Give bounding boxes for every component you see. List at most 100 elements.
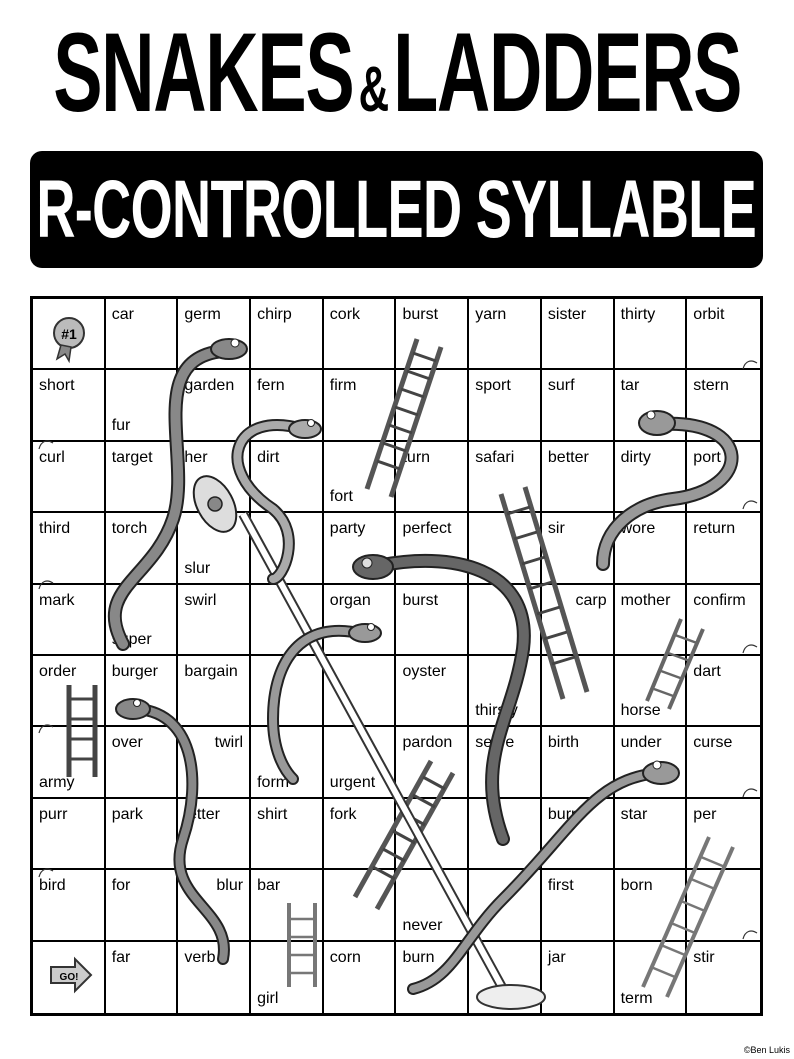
square-word: mother (620, 591, 671, 609)
board-square (251, 513, 324, 585)
square-word: horse (620, 702, 661, 720)
board-square: per (687, 799, 760, 871)
board-square: horse (614, 656, 688, 728)
board-square (396, 798, 470, 871)
board-square: third (33, 513, 106, 585)
square-word: garden (184, 377, 235, 395)
board-square: for (105, 870, 179, 942)
square-word: park (111, 805, 143, 823)
square-word: burst (402, 306, 439, 323)
board-square: urgent (323, 727, 397, 799)
board-square: thirty (614, 299, 688, 371)
board-square: chirp (251, 299, 324, 371)
square-word: order (39, 663, 77, 680)
board-square: mark (33, 584, 106, 656)
board-square: bar (251, 870, 324, 942)
board-square: sport (469, 370, 542, 442)
square-word: organ (329, 591, 371, 609)
square-word: orbit (693, 306, 725, 323)
square-word: cork (329, 306, 361, 323)
square-word: thirty (620, 306, 656, 323)
square-word: sister (547, 306, 587, 323)
square-word: third (39, 520, 71, 538)
square-word: fern (257, 377, 285, 395)
board-square: birth (541, 727, 615, 799)
square-word: twirl (214, 734, 244, 752)
square-word: carp (575, 591, 607, 609)
board-square: safari (469, 441, 542, 514)
board-square (469, 870, 542, 942)
square-word: perfect (402, 520, 452, 538)
board-square: bird (33, 870, 106, 942)
board-square: wore (614, 513, 688, 585)
board-square: curse (687, 727, 760, 799)
square-word: per (693, 805, 717, 823)
board-square (251, 584, 324, 656)
board-square: over (105, 727, 179, 799)
board-square: burp (541, 798, 615, 871)
board-square: corn (324, 941, 397, 1013)
board-square: fort (323, 441, 397, 514)
square-word: safari (475, 448, 515, 466)
board-square: organ (323, 584, 397, 656)
board-square: firm (323, 370, 397, 442)
board-square: blur (178, 870, 252, 942)
board-square: perfect (396, 513, 470, 585)
board-square: burn (396, 941, 470, 1013)
square-word: jar (547, 948, 566, 966)
board-square (469, 584, 542, 656)
title-ampersand: & (358, 52, 389, 125)
board-square: burst (396, 299, 470, 371)
board-square: park (105, 798, 179, 871)
board-square: port (687, 442, 760, 514)
board-square: confirm (687, 585, 760, 656)
square-word: stir (693, 948, 715, 966)
square-word: curl (39, 448, 65, 466)
board-square: sir (541, 513, 615, 585)
square-word: burst (402, 591, 439, 609)
square-word: burn (402, 948, 435, 966)
board-square: order (33, 656, 106, 728)
board-square: dart (687, 656, 760, 728)
square-word: port (693, 448, 721, 466)
square-word: sport (475, 377, 511, 395)
board-square: shirt (251, 798, 324, 871)
square-word: first (547, 877, 574, 895)
board-square: verb (178, 941, 252, 1013)
square-word: serve (475, 734, 515, 752)
subtitle-banner: R-CONTROLLED SYLLABLE (30, 151, 763, 268)
board-square: return (687, 513, 760, 585)
square-word: fort (329, 488, 353, 506)
board-square: born (614, 870, 688, 942)
board-square: short (33, 370, 106, 442)
square-word: torch (111, 520, 148, 538)
board-square: target (105, 441, 179, 514)
board-square: never (396, 870, 470, 942)
square-word: slur (184, 559, 211, 577)
square-word: over (111, 734, 143, 752)
board-square: stern (687, 370, 760, 442)
square-word: oyster (402, 663, 447, 680)
square-word: under (620, 734, 662, 752)
square-word: fur (111, 416, 131, 434)
title-ladders: LADDERS (392, 9, 742, 135)
square-word: turn (402, 448, 431, 466)
board-square: dirt (251, 441, 324, 514)
square-word: car (111, 306, 134, 323)
square-word: bar (257, 877, 281, 895)
square-word: mark (39, 591, 75, 609)
board-square: germ (178, 299, 252, 371)
square-word: girl (257, 990, 279, 1007)
square-word: corn (329, 948, 361, 966)
board-square: oyster (396, 656, 470, 728)
square-word: for (111, 877, 131, 895)
board-square: her (178, 441, 252, 514)
board-square: serve (469, 727, 542, 799)
square-word: surf (547, 377, 575, 395)
square-word: target (111, 448, 153, 466)
board-square: twirl (178, 727, 252, 799)
square-word: firm (329, 377, 357, 395)
square-word: birth (547, 734, 580, 752)
subtitle-text: R-CONTROLLED SYLLABLE (36, 163, 757, 255)
